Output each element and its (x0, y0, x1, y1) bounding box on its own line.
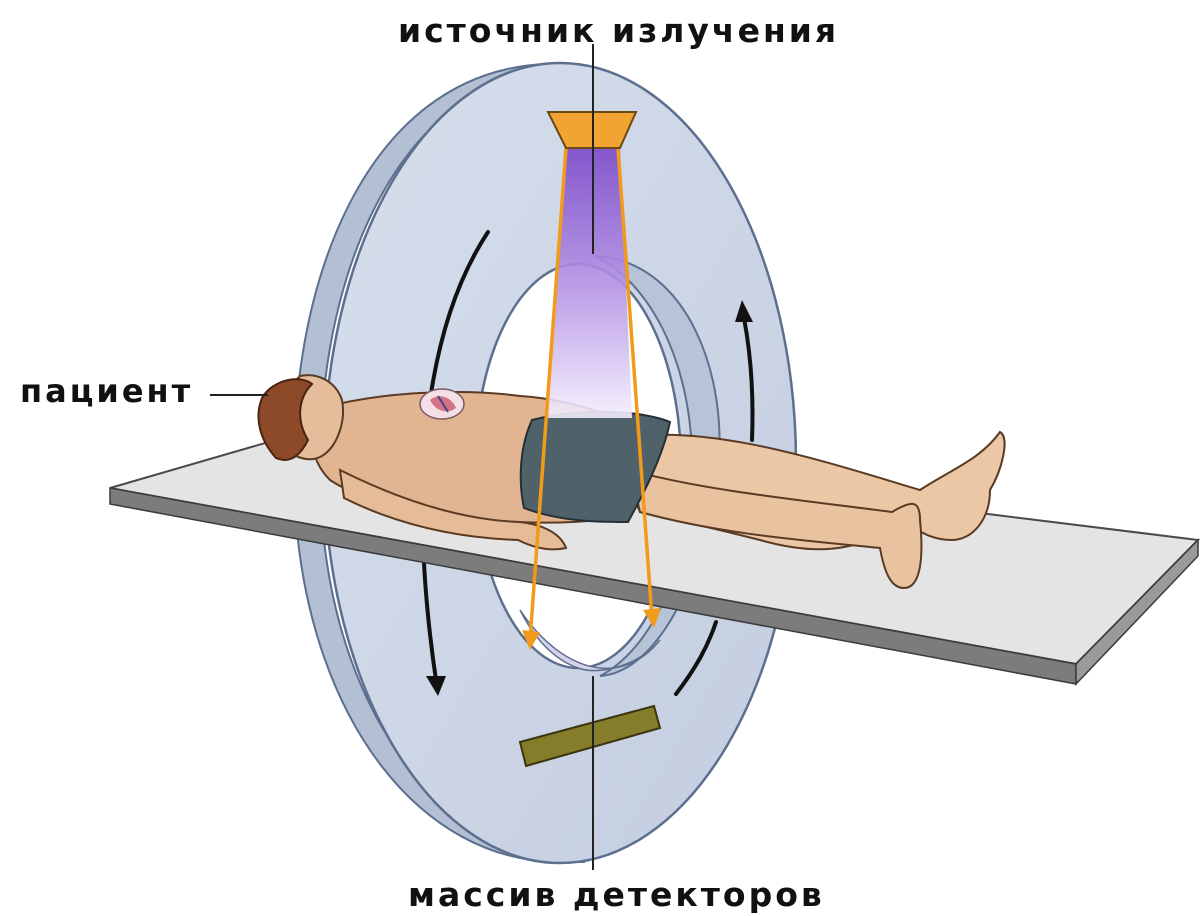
label-radiation-source: источник излучения (398, 14, 839, 47)
label-detector-array: массив детекторов (408, 878, 825, 911)
label-patient: пациент (20, 375, 193, 407)
patient-heart-detail (420, 389, 464, 419)
